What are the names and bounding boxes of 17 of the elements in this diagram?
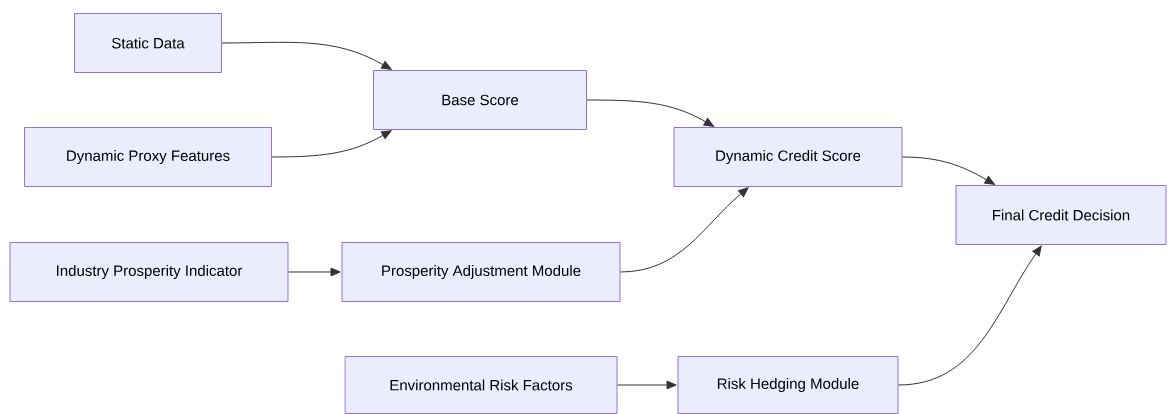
process-box: Risk Hedging Module: [677, 356, 899, 414]
process-box: Environmental Risk Factors: [344, 356, 618, 414]
process-box: Static Data: [74, 13, 222, 73]
arrow: [902, 156, 995, 185]
process-box: Base Score: [373, 70, 587, 130]
arrow: [271, 130, 392, 158]
process-box: Industry Prosperity Indicator: [9, 242, 289, 302]
arrow: [898, 245, 1042, 386]
process-box: Prosperity Adjustment Module: [341, 242, 621, 302]
arrow: [288, 267, 341, 277]
process-box: Dynamic Proxy Features: [24, 127, 272, 187]
process-box: Final Credit Decision: [955, 185, 1167, 245]
process-box: Dynamic Credit Score: [673, 127, 903, 187]
arrow: [620, 187, 749, 273]
arrow: [221, 41, 392, 70]
arrow: [586, 99, 715, 127]
arrow: [617, 380, 677, 390]
